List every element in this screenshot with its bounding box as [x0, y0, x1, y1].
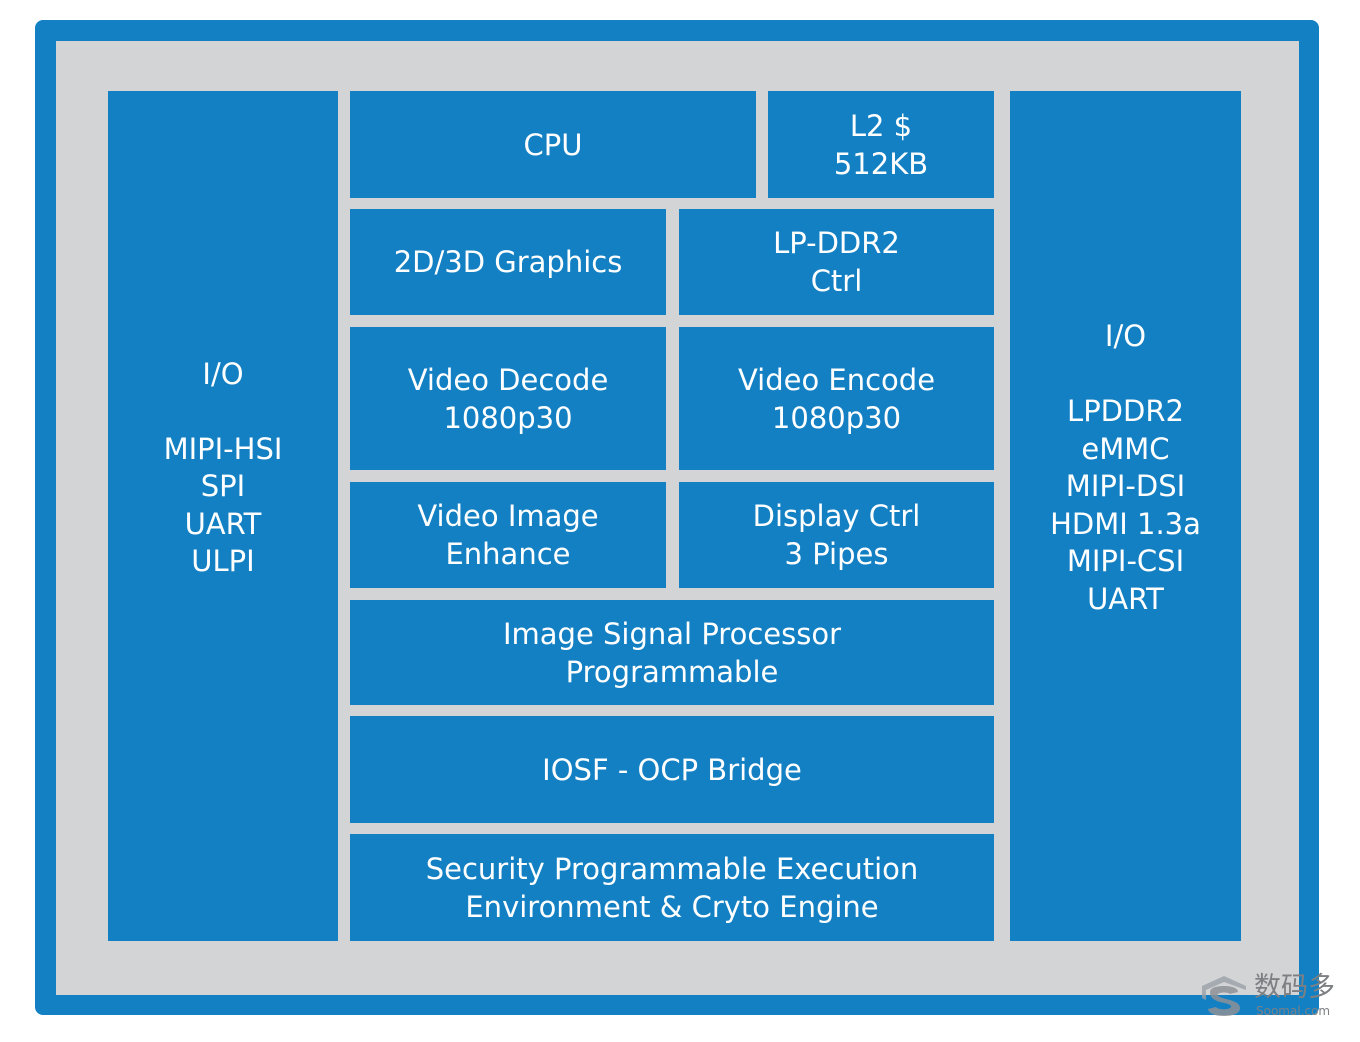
cpu-block: CPU: [350, 91, 756, 198]
video-image-enhance-block: Video Image Enhance: [350, 482, 666, 588]
security-engine-block: Security Programmable Execution Environm…: [350, 834, 994, 941]
video-encode-label: Video Encode 1080p30: [737, 362, 936, 435]
video-image-enhance-label: Video Image Enhance: [417, 499, 599, 571]
iosf-bridge-label: IOSF - OCP Bridge: [542, 752, 802, 787]
video-encode-block: Video Encode 1080p30: [679, 327, 994, 470]
io-right-block: I/O LPDDR2 eMMC MIPI-DSI HDMI 1.3a MIPI-…: [1010, 91, 1241, 941]
l2-cache-label: L2 $ 512KB: [833, 108, 929, 181]
lpddr2-ctrl-block: LP-DDR2 Ctrl: [679, 209, 994, 315]
watermark: 数码多 Soomal.com: [1200, 972, 1350, 1022]
isp-block: Image Signal Processor Programmable: [350, 600, 994, 705]
isp-label: Image Signal Processor Programmable: [502, 616, 842, 689]
graphics-label: 2D/3D Graphics: [393, 245, 623, 279]
display-ctrl-block: Display Ctrl 3 Pipes: [679, 482, 994, 588]
cpu-label: CPU: [523, 127, 583, 162]
video-decode-block: Video Decode 1080p30: [350, 327, 666, 470]
lpddr2-ctrl-label: LP-DDR2 Ctrl: [773, 226, 900, 298]
watermark-english-text: Soomal.com: [1256, 1004, 1331, 1018]
video-decode-label: Video Decode 1080p30: [407, 362, 609, 435]
io-left-block: I/O MIPI-HSI SPI UART ULPI: [108, 91, 338, 941]
io-left-label: I/O MIPI-HSI SPI UART ULPI: [163, 356, 283, 579]
watermark-chinese-text: 数码多: [1254, 972, 1335, 1003]
io-right-label: I/O LPDDR2 eMMC MIPI-DSI HDMI 1.3a MIPI-…: [1050, 319, 1201, 616]
soomal-logo-icon: [1202, 976, 1246, 1016]
l2-cache-block: L2 $ 512KB: [768, 91, 994, 198]
display-ctrl-label: Display Ctrl 3 Pipes: [752, 499, 921, 571]
graphics-block: 2D/3D Graphics: [350, 209, 666, 315]
security-engine-label: Security Programmable Execution Environm…: [425, 851, 919, 924]
iosf-bridge-block: IOSF - OCP Bridge: [350, 716, 994, 823]
